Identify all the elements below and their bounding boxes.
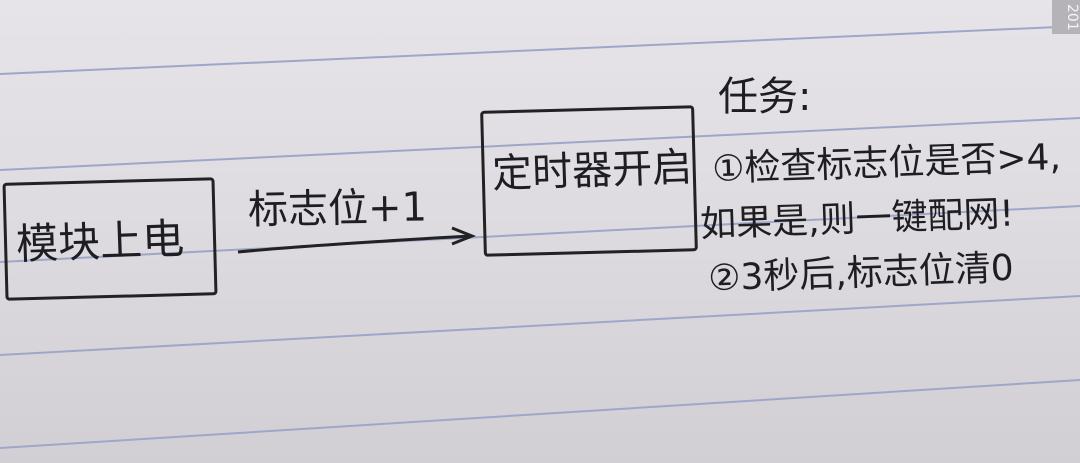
- ruled-line: [0, 205, 1080, 263]
- task-item-1-line-2: 如果是,则一键配网!: [699, 193, 1015, 246]
- flag-increment-label: 标志位+1: [247, 184, 428, 234]
- ruled-line: [0, 25, 1080, 75]
- ruled-line: [0, 117, 1080, 171]
- task-title: 任务:: [718, 74, 812, 120]
- ruled-line: [0, 295, 1080, 356]
- timer-start-label: 定时器开启: [491, 144, 693, 198]
- task-item-2: ②3秒后,标志位清0: [707, 247, 1015, 300]
- corner-date-stamp: 201: [1052, 0, 1080, 34]
- ruled-line: [0, 379, 1080, 449]
